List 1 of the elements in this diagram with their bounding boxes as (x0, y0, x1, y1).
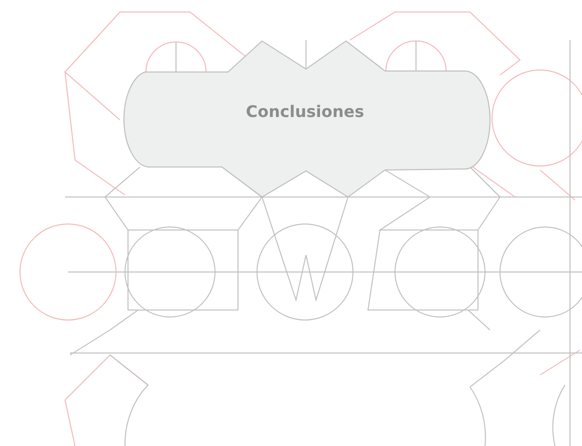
title-text: Conclusiones (244, 102, 366, 121)
